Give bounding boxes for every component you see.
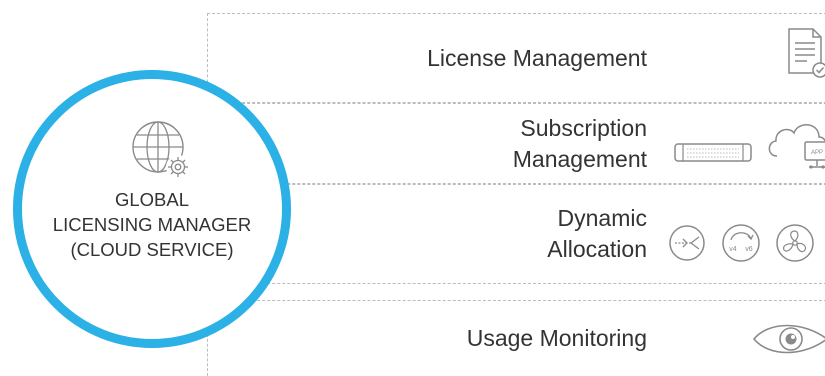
row-subscription-management: Subscription Management APP <box>207 103 825 184</box>
globe-gear-icon <box>132 121 190 179</box>
license-document-icon <box>788 28 825 78</box>
center-title: GLOBAL LICENSING MANAGER (CLOUD SERVICE) <box>52 189 252 260</box>
row-label: Usage Monitoring <box>466 325 647 351</box>
ipv4-ipv6-icon: v4 v6 <box>722 224 760 262</box>
row-dynamic-allocation: Dynamic Allocation v4 v6 <box>207 184 825 284</box>
row-icons <box>663 14 825 102</box>
row-label: Dynamic Allocation <box>547 205 647 262</box>
v4-text: v4 <box>729 246 737 253</box>
global-licensing-manager-circle: GLOBAL LICENSING MANAGER (CLOUD SERVICE) <box>13 70 291 348</box>
eye-icon <box>752 324 825 354</box>
app-text: APP <box>811 150 823 156</box>
cloud-app-icon: APP <box>768 124 825 169</box>
appliance-icon <box>674 143 752 162</box>
row-label: License Management <box>427 44 647 71</box>
throughput-icon <box>669 225 705 261</box>
row-usage-monitoring: Usage Monitoring <box>207 300 825 376</box>
row-icons <box>663 301 825 376</box>
v6-text: v6 <box>745 246 753 253</box>
row-icons: APP <box>663 104 825 183</box>
row-icons: v4 v6 <box>663 185 825 283</box>
fan-icon <box>776 224 814 262</box>
row-label: Subscription Management <box>512 114 647 172</box>
row-license-management: License Management <box>207 13 825 103</box>
